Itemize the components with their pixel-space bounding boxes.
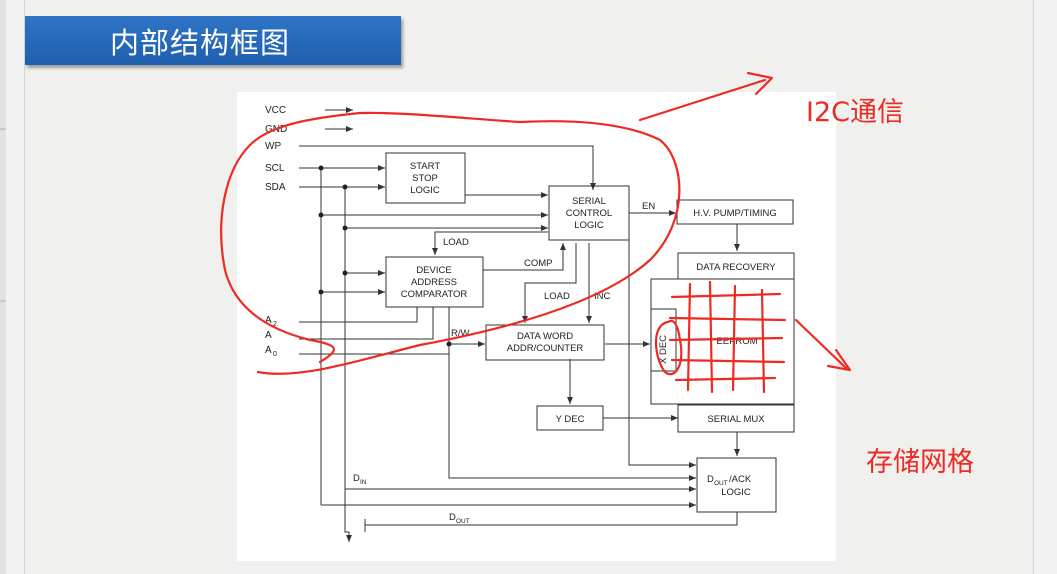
rw-to-dout [448,344,696,481]
addr-counter-label: ADDR/COUNTER [507,343,584,354]
slide-title-bar [25,16,401,65]
signal-load-top: LOAD [443,237,469,248]
serial-mux-block [677,404,795,433]
pin-a1: A [265,330,272,341]
sda-output [344,525,352,542]
junction-dot [342,225,348,231]
junction-dot [318,165,324,171]
signal-load-mid: LOAD [544,291,570,302]
dout-ack-logic-label: LOGIC [721,487,751,498]
signal-en: EN [642,201,655,212]
left-scroll-strip [0,0,6,574]
data-word-label: DATA WORD [517,331,573,342]
dout-line [365,512,738,526]
junction-dot [318,289,324,295]
slide-title: 内部结构框图 [110,26,291,60]
storage-annotation-label: 存储网格 [866,447,974,478]
address-label: ADDRESS [411,277,457,288]
signal-rw: R/W [451,328,470,339]
stop-label: STOP [412,173,438,184]
hv-pump-label: H.V. PUMP/TIMING [693,208,777,219]
signal-dout-sub: OUT [456,518,470,525]
dout-ack-logic-block [696,457,777,513]
data-recovery-label: DATA RECOVERY [696,262,776,273]
strip-tick [0,300,6,302]
pin-a0-sub: 0 [273,351,277,358]
serial-mux-label: SERIAL MUX [707,414,765,425]
junction-dot [318,212,324,218]
y-dec-block [536,405,604,431]
signal-comp: COMP [524,258,553,269]
pin-a2: A [265,315,272,326]
pin-scl: SCL [265,163,285,174]
junction-dot [342,184,348,190]
comparator-label: COMPARATOR [401,289,468,300]
pin-sda: SDA [265,182,286,193]
strip-tick [0,128,6,130]
signal-din-sub: IN [360,479,367,486]
control-label: CONTROL [566,208,612,219]
a2-line [299,307,418,323]
eeprom-label: EEPROM [716,336,757,347]
pin-gnd: GND [265,124,287,135]
serial-label: SERIAL [572,196,606,207]
dout-ack-d: D [707,474,714,485]
start-stop-logic-label: LOGIC [410,185,440,196]
pin-a2-sub: 2 [273,321,277,328]
pin-wp: WP [265,141,281,152]
dout-ack-sub: OUT [714,480,728,487]
x-dec-label: X DEC [658,335,669,364]
block-diagram-panel: VCC GND WP SCL SDA A 2 A A 0 START STOP … [237,92,836,561]
a1-line [299,307,434,340]
signal-din: D [353,473,360,484]
load-mid-line [522,243,577,323]
device-label: DEVICE [416,265,451,276]
pin-a0: A [265,345,272,356]
i2c-annotation-label: I2C通信 [806,97,904,128]
junction-dot [342,270,348,276]
pin-vcc: VCC [265,105,286,116]
dout-ack-rest: /ACK [729,474,752,485]
signal-inc: INC [594,291,611,302]
signal-dout: D [449,512,456,523]
start-label: START [410,161,440,172]
serial-control-logic-label: LOGIC [574,220,604,231]
y-dec-label: Y DEC [556,414,585,425]
block-diagram: VCC GND WP SCL SDA A 2 A A 0 START STOP … [265,105,795,542]
junction-dot [446,341,452,347]
